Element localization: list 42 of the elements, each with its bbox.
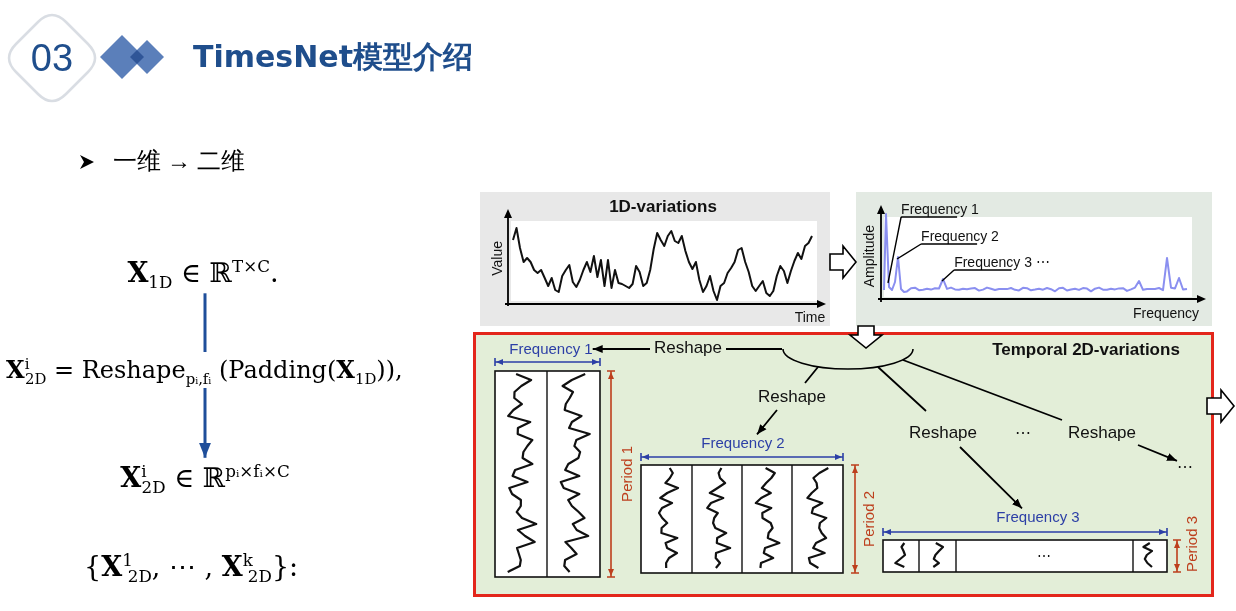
arrow (591, 345, 783, 353)
arrow (199, 388, 211, 458)
formula: X$_{1D}$ ∈ ℝ$^{T×C}$. (127, 252, 279, 294)
ellipsis: ⋯ (1177, 457, 1193, 477)
leader-line (896, 243, 978, 260)
dimension-label: Period 3 (1183, 516, 1201, 572)
axis-label: Value (488, 240, 506, 276)
dimension-label: Frequency 3 (996, 508, 1080, 526)
peak-label: Frequency 3 ⋯ (954, 253, 1050, 271)
leader-line (887, 216, 958, 284)
panel-title: Temporal 2D-variations (992, 340, 1180, 360)
edge-label: Reshape (1067, 423, 1137, 443)
arrow (877, 366, 1023, 510)
dimension-label: Period 2 (860, 491, 878, 547)
chart-panel (480, 192, 830, 326)
arrow (756, 366, 819, 436)
peak-label: Frequency 1 (901, 200, 979, 218)
leader-line (941, 269, 1013, 282)
axis-label: Amplitude (860, 224, 878, 288)
formula: X$^{i}$$_{2D}$ ∈ ℝ$^{pᵢ×fᵢ×C}$ (120, 457, 290, 499)
chart-panel (856, 192, 1212, 326)
ellipsis: ⋯ (1037, 547, 1051, 565)
ellipsis: ⋯ (1015, 423, 1031, 443)
panel-title: 1D-variations (609, 197, 717, 217)
formula: X$^{i}$$_{2D}$ = Reshape$_{pᵢ,fᵢ}$ (Padding(X$_{1D}$)), (6, 352, 403, 388)
formula: {X$^{1}$$_{2D}$, ⋯ , X$^{k}$$_{2D}$}: (84, 548, 299, 588)
edge-label: Reshape (653, 338, 723, 358)
axis-label: Frequency (1132, 304, 1200, 322)
dimension-label: Period 1 (618, 446, 636, 502)
edge-label: Reshape (757, 387, 827, 407)
axis-label: Time (794, 308, 826, 326)
dimension-label: Frequency 2 (701, 434, 785, 452)
edge-label: Reshape (908, 423, 978, 443)
dimension-label: Frequency 1 (509, 340, 593, 358)
highlight-frame (473, 332, 1214, 597)
bullet-text: 一维 → 二维 (113, 148, 245, 176)
slide-title: TimesNet模型介绍 (193, 39, 473, 75)
block-arrow (847, 325, 885, 350)
block-arrow (1206, 387, 1236, 425)
bowl-shape (782, 348, 914, 370)
arrow (902, 359, 1178, 462)
peak-label: Frequency 2 (921, 227, 999, 245)
